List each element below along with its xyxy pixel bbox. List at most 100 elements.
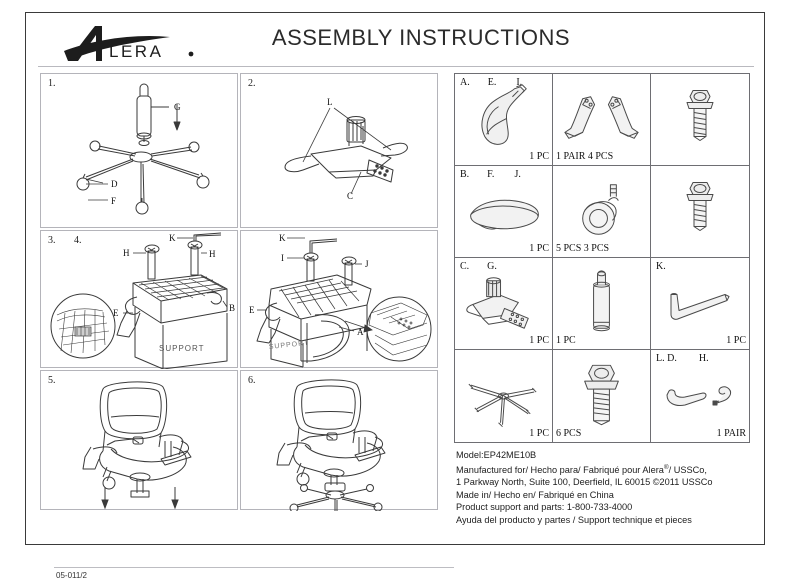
part-cell-e: 1 PAIR 4 PCS <box>553 74 651 166</box>
part-cell-k: K. 1 PC <box>651 258 749 350</box>
alera-logo: LERA <box>62 21 202 65</box>
part-labels: C. G. <box>460 261 497 272</box>
step-panel-1: 1. <box>40 73 238 228</box>
model-value: EP42ME10B <box>483 450 537 460</box>
part-cell-b: B. F. J. 1 PC <box>455 166 553 258</box>
address-line: 1 Parkway North, Suite 100, Deerfield, I… <box>456 477 713 488</box>
manufacturer-text: Manufactured for/ Hecho para/ Fabriqué p… <box>456 464 664 475</box>
gas-cylinder-icon <box>593 270 610 332</box>
svg-text:B: B <box>229 303 235 313</box>
allen-wrench-icon <box>670 293 730 320</box>
part-cell-g: 1 PC <box>553 258 651 350</box>
parts-table: A. E. I. 1 PC <box>454 73 750 443</box>
part-cell-levers: L. D.H. 1 PAIR <box>651 350 749 442</box>
step-number-secondary: 4. <box>74 235 82 246</box>
part-qty-k: 1 PC <box>726 335 746 346</box>
part-qty-b: 1 PC <box>529 243 549 254</box>
manufacturer-suffix: / USSCo, <box>668 464 707 475</box>
svg-text:K: K <box>279 233 286 243</box>
svg-text:I: I <box>281 253 284 263</box>
svg-text:J: J <box>365 259 369 269</box>
part-cell-f: 5 PCS 3 PCS <box>553 166 651 258</box>
part-label-e: E. <box>487 77 497 88</box>
part-cell-a: A. E. I. 1 PC <box>455 74 553 166</box>
manufacturer-line: Manufactured for/ Hecho para/ Fabriqué p… <box>456 462 756 477</box>
part-labels: L. D. H. <box>656 353 709 364</box>
svg-text:L: L <box>327 97 333 107</box>
step-2-illustration: L C <box>284 97 408 201</box>
step-number: 1. <box>48 78 56 89</box>
part-qty-e-i: 1 PAIR 4 PCS <box>556 151 614 162</box>
step-panel-2: 2. L C <box>240 73 438 228</box>
support-box-label: SUPPORT <box>268 340 309 351</box>
step-number: 2. <box>248 78 256 89</box>
seat-cushion-icon <box>470 199 539 230</box>
hex-flange-screw-large-icon <box>584 364 619 426</box>
support-line-translated: Ayuda del producto y partes / Support te… <box>456 515 692 526</box>
step-number: 6. <box>248 375 256 386</box>
registered-mark: ® <box>663 463 669 471</box>
svg-text:F: F <box>111 196 116 206</box>
document-code: 05-011/2 <box>56 571 87 580</box>
svg-text:E: E <box>249 305 255 315</box>
footer-divider <box>54 567 454 568</box>
product-info-block: Model:EP42ME10B Manufactured for/ Hecho … <box>456 449 756 527</box>
part-label-k: K. <box>656 261 666 272</box>
part-labels: B. F. J. <box>460 169 521 180</box>
armrest-pair-brackets-icon <box>564 96 639 139</box>
part-label-c: C. <box>460 261 470 272</box>
part-cell-screw-large: 6 PCS <box>553 350 651 442</box>
part-cell-i <box>651 74 749 166</box>
step-number: 3. <box>48 235 56 246</box>
step-4-illustration: K I J E A <box>249 233 432 368</box>
svg-text:E: E <box>113 308 119 318</box>
part-label-a: A. <box>460 77 470 88</box>
part-label-h: H. <box>698 353 709 364</box>
origin-line: Made in/ Hecho en/ Fabriqué en China <box>456 489 614 500</box>
part-label-i: I. <box>516 77 523 88</box>
part-cell-j <box>651 166 749 258</box>
five-star-base-icon <box>468 383 537 428</box>
header-divider <box>38 66 754 67</box>
svg-text:K: K <box>169 233 176 243</box>
svg-text:G: G <box>174 102 181 112</box>
step-panel-6: 6. <box>240 370 438 511</box>
part-label-j: J. <box>514 169 521 180</box>
svg-text:C: C <box>347 191 353 201</box>
part-label-l-d: L. D. <box>656 353 677 364</box>
part-qty-g: 1 PC <box>556 335 576 346</box>
model-label: Model: <box>456 450 484 460</box>
lever-handles-pair-icon <box>666 386 732 406</box>
instruction-sheet-frame: LERA ASSEMBLY INSTRUCTIONS 1. <box>25 12 765 580</box>
svg-text:H: H <box>209 249 216 259</box>
part-qty-a: 1 PC <box>529 151 549 162</box>
svg-text:LERA: LERA <box>109 42 163 61</box>
svg-text:H: H <box>123 248 130 258</box>
svg-text:A: A <box>357 327 364 337</box>
part-label-b: B. <box>460 169 470 180</box>
part-qty-base: 1 PC <box>529 428 549 439</box>
part-cell-base: 1 PC <box>455 350 553 442</box>
page-title: ASSEMBLY INSTRUCTIONS <box>271 25 571 50</box>
part-label-f: F. <box>487 169 495 180</box>
hex-flange-screw-icon <box>686 182 714 231</box>
support-line: Product support and parts: 1-800-733-400… <box>456 502 633 513</box>
part-qty-f-j: 5 PCS 3 PCS <box>556 243 610 254</box>
step-3-4-illustration: H H K E B SUPPORT <box>50 232 235 369</box>
step-panel-5: 5. <box>40 370 238 510</box>
part-labels: K. <box>656 261 666 272</box>
part-label-g: G. <box>487 261 497 272</box>
step-6-illustration <box>276 379 386 511</box>
support-box-label: SUPPORT <box>159 344 205 353</box>
step-number: 5. <box>48 375 56 386</box>
model-line: Model:EP42ME10B <box>456 449 756 462</box>
step-5-illustration <box>82 381 192 510</box>
part-cell-c: C.G. 1 PC <box>455 258 553 350</box>
sheet-header: LERA ASSEMBLY INSTRUCTIONS <box>26 13 764 67</box>
seat-mechanism-icon <box>466 277 529 329</box>
caster-wheel-icon <box>582 184 619 235</box>
part-labels: A. E. I. <box>460 77 522 88</box>
hex-flange-screw-icon <box>686 90 714 141</box>
armrest-part-icon <box>481 84 527 145</box>
step-1-illustration: G D F <box>76 83 210 215</box>
